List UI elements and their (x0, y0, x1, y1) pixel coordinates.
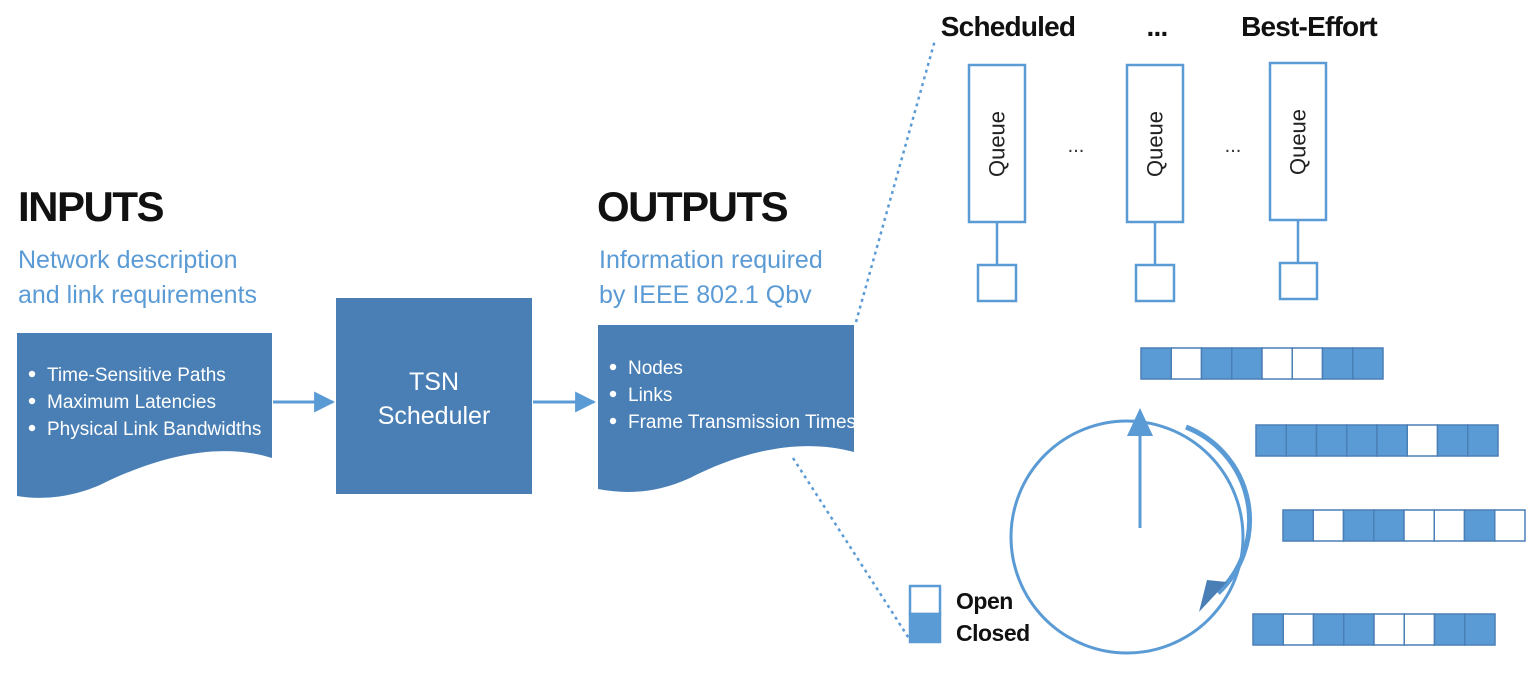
legend-closed-label: Closed (956, 620, 1030, 646)
bullet-dot (609, 417, 617, 425)
column-label-ellipsis: ... (1147, 11, 1168, 42)
gate-slot-open (1494, 509, 1526, 542)
clock-hand-arrow-icon (1127, 408, 1153, 436)
scheduler-label-line-1: TSN (409, 368, 459, 396)
queue-ellipsis-1: ... (1068, 135, 1085, 157)
outputs-document-shape (598, 325, 854, 492)
outputs-title: OUTPUTS (597, 183, 788, 230)
rotation-arrow-icon (1199, 580, 1227, 612)
inputs-subtitle-line-1: Network description (18, 246, 238, 274)
gate-slot-closed (1463, 509, 1496, 542)
legend-closed-swatch (908, 612, 942, 644)
queue-scheduled: Queue (967, 63, 1027, 303)
scheduler-label-line-2: Scheduler (378, 402, 491, 430)
zoom-line-top (854, 39, 937, 323)
gate-slot-open (1403, 509, 1435, 542)
bullet-dot (609, 390, 617, 398)
gate-slot-closed (1315, 424, 1348, 457)
inputs-title: INPUTS (18, 183, 164, 230)
gate-row (1140, 347, 1384, 380)
outputs-item-links: Links (628, 385, 672, 406)
gate-slot-closed (1231, 347, 1263, 380)
gate-slot-closed (1464, 613, 1496, 646)
gate-slot-open (1403, 613, 1436, 646)
gate-slot-closed (1433, 613, 1466, 646)
gate-row (1282, 509, 1526, 542)
gate-slot-open (1433, 509, 1466, 542)
gate-slot-closed (1467, 424, 1499, 457)
gate-slot-closed (1376, 424, 1408, 457)
legend-open-swatch (908, 584, 942, 616)
inputs-subtitle-line-2: and link requirements (18, 281, 257, 309)
gate-slot-closed (1282, 509, 1314, 542)
gate-slot-closed (1346, 424, 1378, 457)
bullet-dot (28, 424, 36, 432)
legend: Open Closed (908, 584, 1030, 646)
bullet-dot (28, 397, 36, 405)
bullet-dot (609, 363, 617, 371)
bullet-dot (28, 370, 36, 378)
inputs-item-physical-link-bandwidths: Physical Link Bandwidths (47, 419, 261, 440)
gate-slot-closed (1252, 613, 1284, 646)
gate-row (1252, 613, 1496, 646)
gate-slot-closed (1343, 613, 1375, 646)
gate-slot-closed (1321, 347, 1354, 380)
gate-slot-closed (1352, 347, 1384, 380)
queue-box (1268, 61, 1328, 222)
outputs-list: Nodes Links Frame Transmission Times (609, 358, 856, 433)
gate-box (1278, 261, 1319, 301)
zoom-line-bottom (791, 457, 912, 641)
gate-box (976, 263, 1018, 303)
queue-box (1125, 63, 1185, 224)
cycle-clock (1009, 408, 1253, 655)
queue-ellipsis-2: ... (1225, 135, 1242, 157)
gate-slot-open (1170, 347, 1203, 380)
gate-slot-closed (1436, 424, 1469, 457)
inputs-item-time-sensitive-paths: Time-Sensitive Paths (47, 365, 226, 386)
gate-row (1255, 424, 1499, 457)
queue-label: Queue (1143, 111, 1168, 177)
rotation-arc (1185, 424, 1253, 595)
column-label-best-effort: Best-Effort (1241, 11, 1377, 42)
tsn-scheduler-box (336, 298, 532, 494)
column-label-scheduled: Scheduled (941, 11, 1075, 42)
inputs-item-maximum-latencies: Maximum Latencies (47, 392, 216, 413)
legend-open-label: Open (956, 588, 1013, 614)
gate-slot-open (1312, 509, 1345, 542)
gate-slot-closed (1285, 424, 1318, 457)
outputs-item-nodes: Nodes (628, 358, 683, 379)
gate-slot-open (1282, 613, 1315, 646)
gate-slot-closed (1140, 347, 1172, 380)
gate-control-list (1140, 347, 1526, 646)
inputs-list: Time-Sensitive Paths Maximum Latencies P… (28, 365, 261, 440)
gate-box (1134, 263, 1176, 303)
queue-middle: Queue (1125, 63, 1185, 303)
gate-slot-open (1261, 347, 1293, 380)
gate-slot-open (1373, 613, 1405, 646)
gate-slot-closed (1200, 347, 1233, 380)
gate-slot-closed (1342, 509, 1375, 542)
outputs-subtitle-line-2: by IEEE 802.1 Qbv (599, 281, 812, 309)
outputs-item-frame-transmission-times: Frame Transmission Times (628, 412, 856, 433)
inputs-document-shape (17, 333, 272, 498)
outputs-subtitle-line-1: Information required (599, 246, 823, 274)
queue-label: Queue (1286, 109, 1311, 175)
gate-slot-closed (1255, 424, 1287, 457)
queue-best-effort: Queue (1268, 61, 1328, 301)
clock-circle (1009, 419, 1245, 655)
gate-slot-closed (1312, 613, 1345, 646)
gate-slot-open (1291, 347, 1324, 380)
gate-slot-open (1406, 424, 1439, 457)
queue-label: Queue (985, 111, 1010, 177)
gate-slot-closed (1373, 509, 1405, 542)
